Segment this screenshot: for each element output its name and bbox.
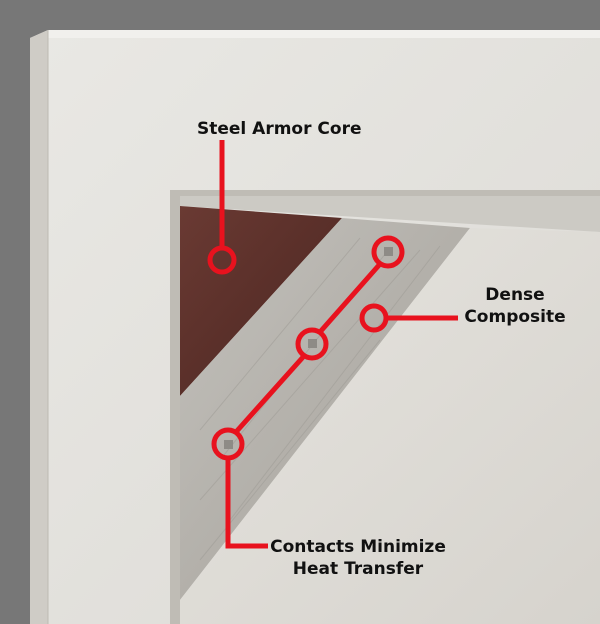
callout-graphics [207, 140, 458, 549]
contact-stud [308, 339, 317, 348]
frame-opening [170, 190, 600, 624]
steel-armor-core-label: Steel Armor Core [197, 119, 362, 139]
contacts-line-2: Heat Transfer [292, 559, 424, 579]
contacts-label: Contacts Minimize Heat Transfer [268, 536, 448, 580]
contact-marker-middle [295, 327, 329, 361]
contact-studs [224, 247, 393, 449]
contact-stud [384, 247, 393, 256]
contact-connector [318, 262, 382, 334]
contact-marker-top [371, 235, 405, 269]
dense-composite-line-1: Dense [485, 285, 545, 305]
composite-marker [359, 303, 389, 333]
dense-composite-line-2: Composite [464, 307, 566, 327]
steel-core-marker [207, 245, 237, 275]
contact-stud [224, 440, 233, 449]
dense-composite-label: Dense Composite [460, 284, 570, 328]
steel-armor-core [180, 206, 342, 396]
door-panel [180, 228, 600, 624]
dense-composite-layer [180, 218, 470, 600]
contact-connector [234, 354, 306, 434]
contacts-line-1: Contacts Minimize [270, 537, 446, 557]
contacts-leader [225, 458, 268, 549]
